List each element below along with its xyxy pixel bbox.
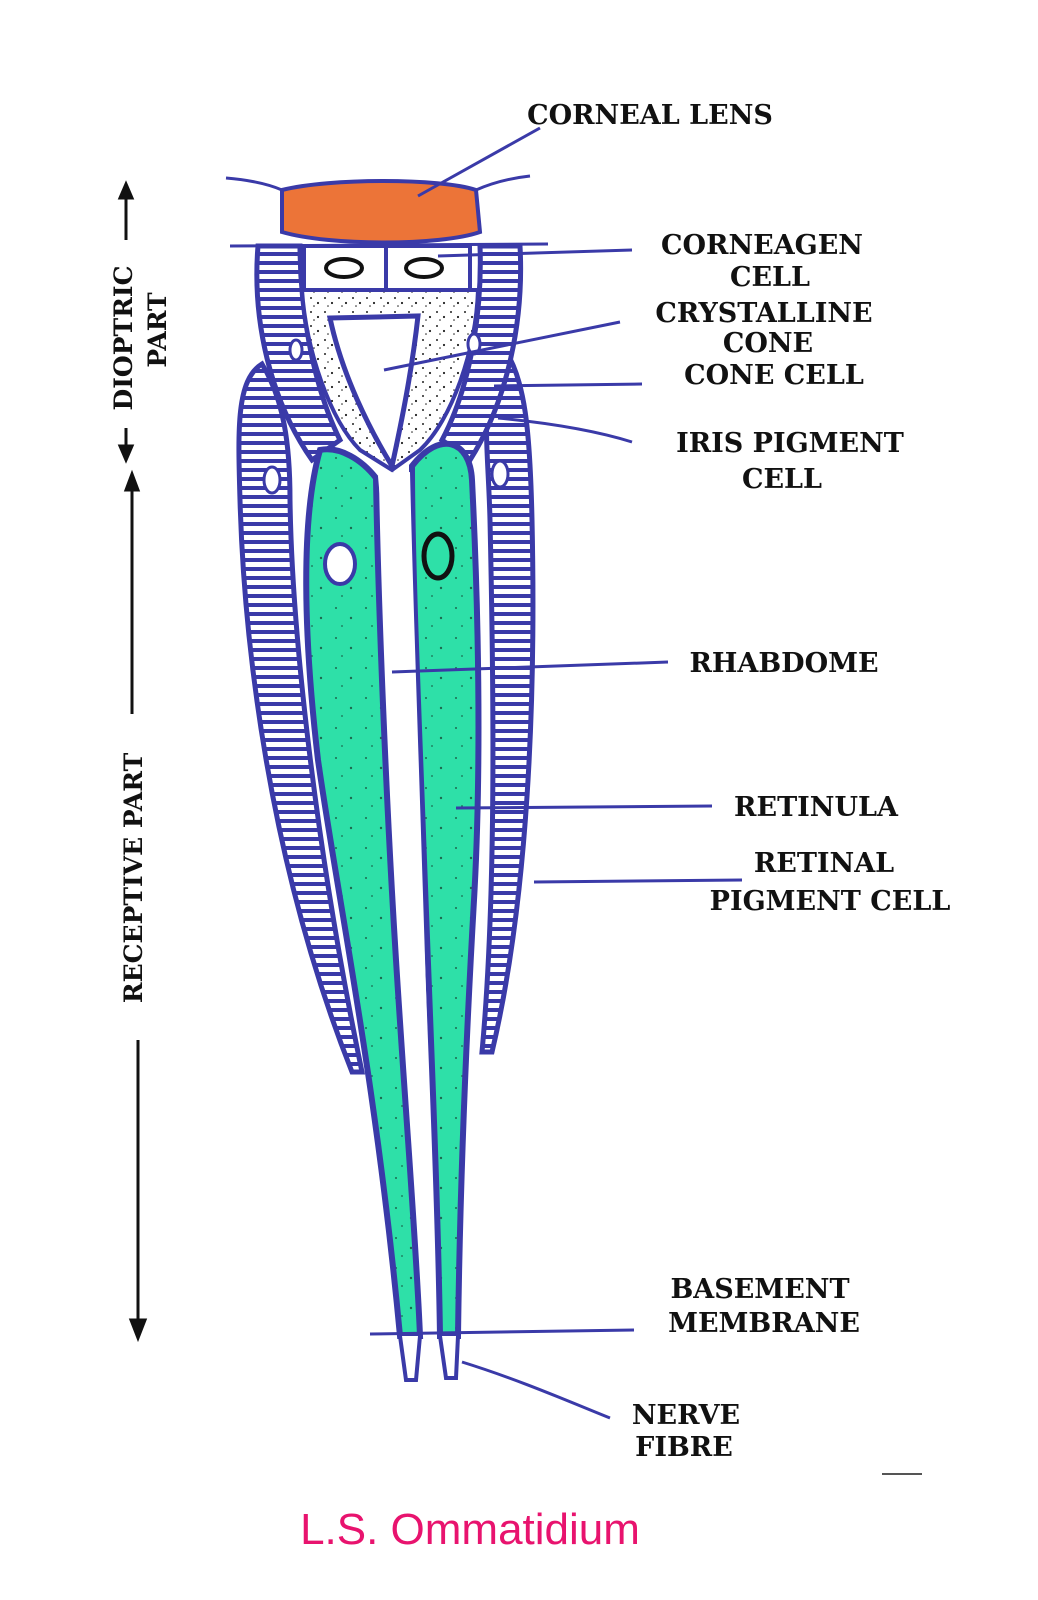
side-label-receptive: RECEPTIVE PART	[119, 752, 148, 1003]
label-crystalline-1: CRYSTALLINE	[655, 298, 872, 329]
label-corneagen-1: CORNEAGEN	[661, 230, 863, 261]
label-iris-1: IRIS PIGMENT	[676, 428, 904, 459]
rhabdome	[378, 472, 434, 1262]
basement-membrane	[369, 1328, 635, 1336]
label-basement-1: BASEMENT	[670, 1274, 849, 1305]
dioptric-part-arrow	[117, 180, 135, 464]
leader-nerve-fibre	[461, 1360, 611, 1420]
label-rhabdome: RHABDOME	[689, 648, 878, 679]
retinal-pigment-cell-right	[479, 345, 536, 1055]
pigment-nucleus-right	[490, 459, 510, 489]
nerve-fibre-right	[438, 1335, 460, 1380]
label-nerve-1: NERVE	[632, 1400, 740, 1431]
leader-crystalline-cone	[383, 320, 621, 372]
retinula-left	[303, 446, 424, 1339]
label-nerve-2: FIBRE	[635, 1432, 733, 1463]
label-corneal-lens: CORNEAL LENS	[527, 100, 773, 131]
leader-corneal-lens	[417, 126, 541, 198]
leader-cone-cell	[493, 382, 643, 388]
retinal-pigment-cell-left	[236, 360, 366, 1075]
leader-iris-pigment-cell	[497, 416, 633, 444]
label-retinal-1: RETINAL	[754, 848, 894, 879]
leader-corneagen-cell	[437, 248, 633, 258]
leader-retinal-pigment-cell	[533, 878, 743, 884]
corneal-lens	[280, 179, 483, 245]
label-retinula: RETINULA	[734, 792, 899, 823]
label-retinal-2: PIGMENT CELL	[710, 886, 951, 917]
pigment-nucleus-left	[262, 465, 282, 495]
diagram-caption: L.S. Ommatidium	[300, 1505, 640, 1554]
retinula-right	[408, 440, 482, 1339]
iris-nucleus-left	[288, 338, 304, 362]
label-corneagen-2: CELL	[730, 262, 810, 293]
retinula-nucleus-right	[421, 531, 455, 581]
leader-retinula	[455, 804, 713, 810]
side-label-dioptric: DIOPTRIC	[109, 266, 138, 411]
corneagen-nucleus-right	[404, 257, 444, 279]
cuticle-top-left	[225, 176, 283, 192]
retinula-nucleus-left	[323, 542, 357, 586]
corneagen-nucleus-left	[324, 257, 364, 279]
label-cone-cell: CONE CELL	[684, 360, 864, 391]
cuticle-top-right	[475, 174, 531, 192]
cuticle-bottom	[229, 242, 549, 248]
label-iris-2: CELL	[742, 464, 822, 495]
iris-nucleus-right	[466, 332, 482, 356]
label-crystalline-2: CONE	[723, 328, 813, 359]
receptive-part-arrow	[123, 469, 148, 1343]
crystalline-cone	[326, 313, 421, 473]
leader-rhabdome	[391, 660, 669, 674]
label-basement-2: MEMBRANE	[668, 1308, 860, 1339]
nerve-fibre-left	[398, 1335, 422, 1382]
side-label-dioptric-part: PART	[143, 292, 172, 368]
